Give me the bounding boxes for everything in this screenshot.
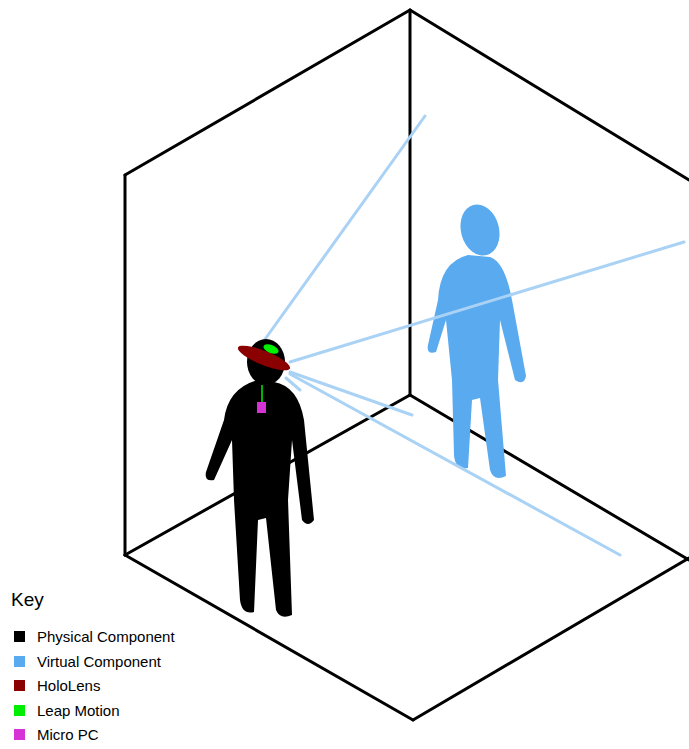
legend-swatch [14, 631, 25, 642]
legend-swatch [14, 680, 25, 691]
room-box [125, 10, 689, 720]
legend-text: Micro PC [37, 726, 99, 743]
legend-swatch [14, 656, 25, 667]
hololens [235, 341, 292, 375]
legend-heading: Key [11, 589, 44, 611]
legend-swatch [14, 705, 25, 716]
legend-text: Leap Motion [37, 702, 120, 719]
legend-swatch [14, 729, 25, 740]
micro-pc [257, 402, 266, 413]
view-rays [263, 116, 684, 555]
legend-text: Virtual Component [37, 653, 161, 670]
leap-motion [262, 342, 280, 355]
virtual-person [428, 200, 526, 478]
physical-person [206, 339, 314, 617]
legend-text: HoloLens [37, 677, 100, 694]
cable [261, 385, 263, 402]
legend-text: Physical Component [37, 628, 175, 645]
